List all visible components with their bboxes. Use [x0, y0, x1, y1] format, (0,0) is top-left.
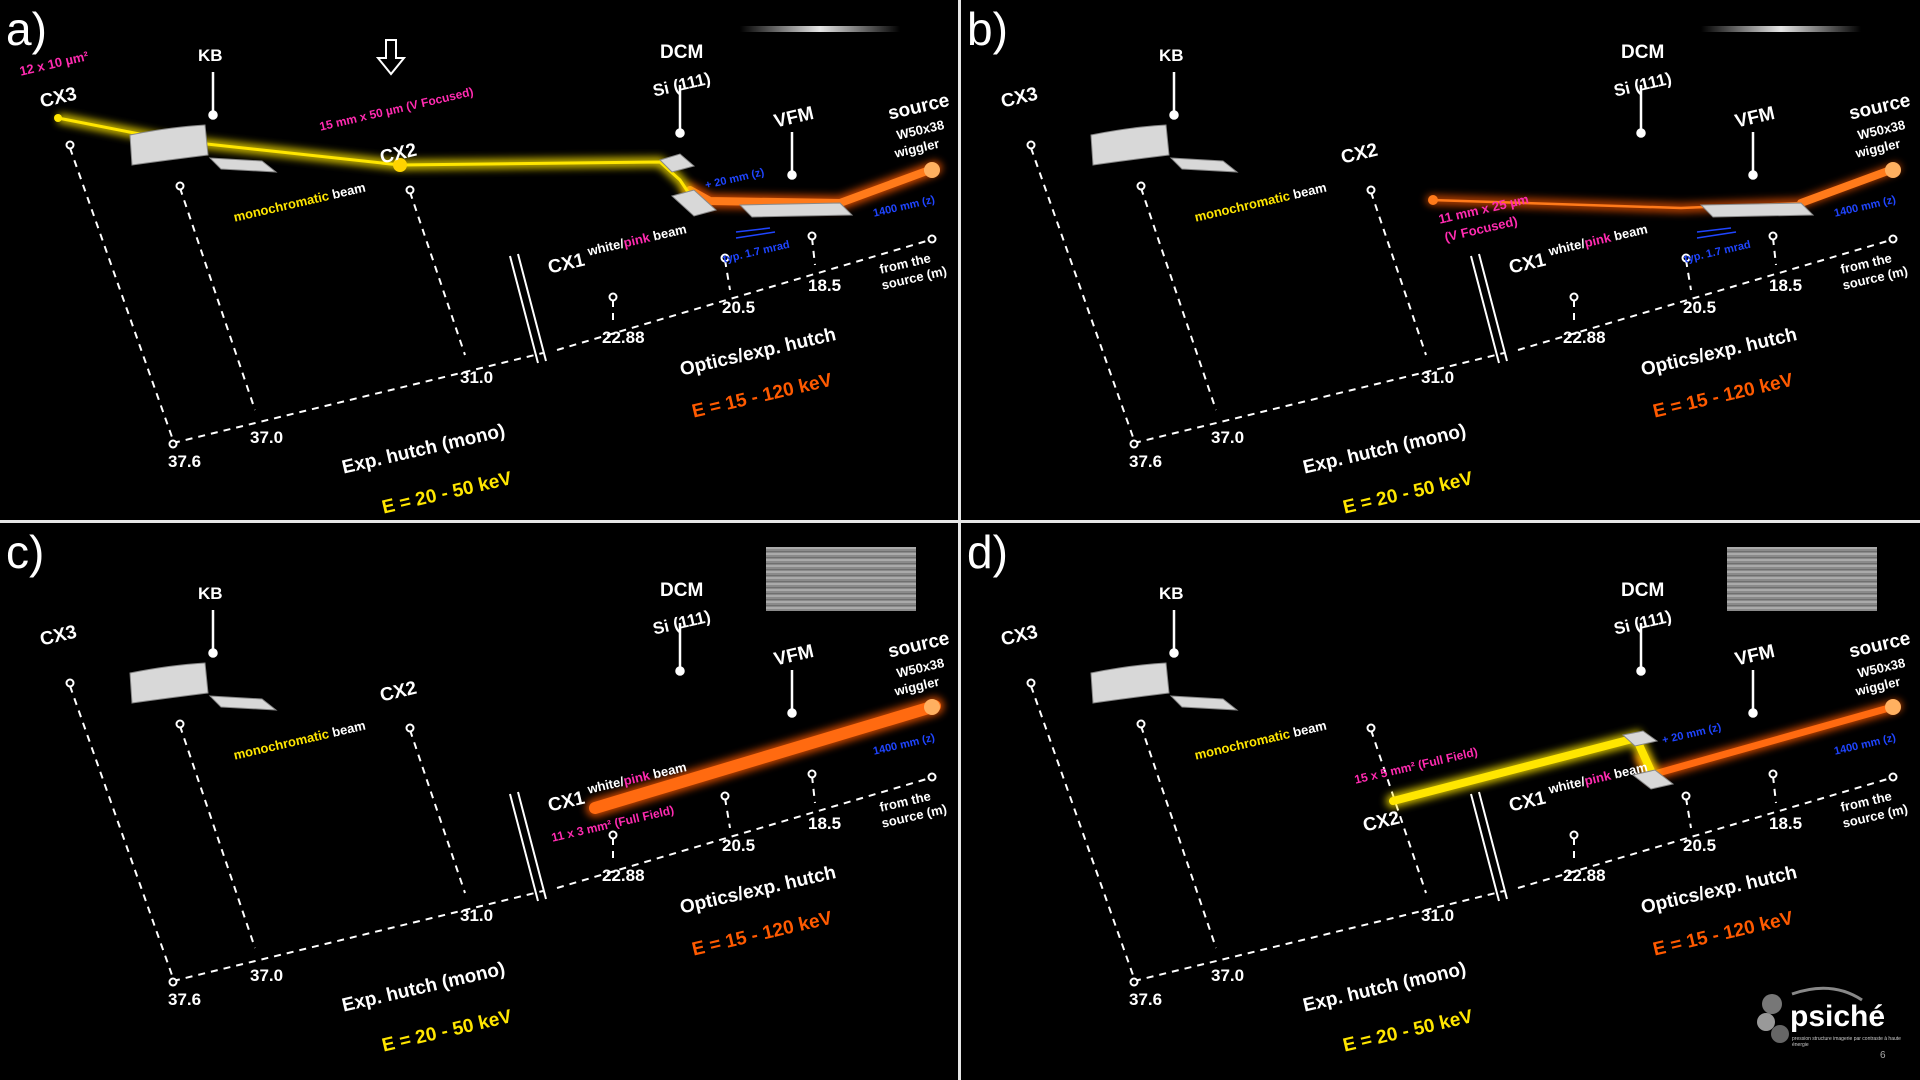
- dist-22-88: 22.88: [602, 866, 645, 885]
- dist-31-0: 31.0: [460, 906, 494, 925]
- kb-mirrors: [129, 662, 278, 711]
- component-pointers: [1169, 72, 1758, 180]
- panel-b: b) CX3 KB CX2 DCM Si (111) VFM source W5…: [961, 0, 1919, 520]
- dist-22-88: 22.88: [1563, 328, 1606, 347]
- distance-axis: [69, 147, 931, 444]
- dist-31-0: 31.0: [460, 368, 494, 387]
- dist-37-6: 37.6: [168, 990, 202, 1009]
- dist-20-5: 20.5: [1683, 298, 1717, 317]
- kb-mirrors: [129, 124, 278, 173]
- label-kb: KB: [198, 584, 223, 603]
- dist-20-5: 20.5: [722, 298, 756, 317]
- vertical-separator: [958, 0, 961, 1080]
- distance-markers: [65, 678, 937, 987]
- dist-31-0: 31.0: [1421, 906, 1455, 925]
- label-kb: KB: [1159, 46, 1184, 65]
- label-kb: KB: [1159, 584, 1184, 603]
- distance-axis: [1030, 685, 1892, 982]
- focus-arrow-icon: [375, 39, 407, 76]
- dist-31-0: 31.0: [1421, 368, 1455, 387]
- beamline-diagram-a: [54, 26, 942, 449]
- kb-mirrors: [1090, 662, 1239, 711]
- label-dcm: DCM: [660, 580, 704, 601]
- horizontal-separator: [0, 520, 1920, 523]
- dcm-crystals: [659, 153, 718, 217]
- page-number: 6: [1880, 1050, 1886, 1061]
- beam-profile-strip: [740, 26, 900, 32]
- label-dcm: DCM: [660, 42, 704, 63]
- dist-22-88: 22.88: [1563, 866, 1606, 885]
- component-pointers: [1169, 610, 1758, 718]
- dist-37-6: 37.6: [1129, 452, 1163, 471]
- distance-markers: [65, 140, 937, 449]
- dist-18-5: 18.5: [1769, 276, 1803, 295]
- panel-label: d): [967, 526, 1008, 578]
- psiche-logo: psiché pression structure imagerie par c…: [1752, 982, 1902, 1052]
- vfm-mirror: [1699, 202, 1815, 218]
- dist-20-5: 20.5: [722, 836, 756, 855]
- radiograph-thumbnail: [1727, 547, 1877, 611]
- vfm-mirror: [738, 202, 854, 218]
- kb-mirrors: [1090, 124, 1239, 173]
- vfm-angle-lines: [735, 227, 776, 239]
- dist-37-0: 37.0: [250, 966, 284, 985]
- radiograph-thumbnail: [766, 547, 916, 611]
- label-kb: KB: [198, 46, 223, 65]
- white-beam: [586, 697, 944, 817]
- hutch-wall: [509, 253, 547, 364]
- label-dcm: DCM: [1621, 580, 1665, 601]
- component-pointers: [208, 610, 797, 718]
- dist-20-5: 20.5: [1683, 836, 1717, 855]
- logo-graphic: [1757, 986, 1863, 1043]
- hutch-wall: [509, 791, 547, 902]
- logo-name: psiché: [1790, 1000, 1886, 1033]
- panel-d: d) CX3 KB CX2 DCM Si (111) VFM source W5…: [961, 523, 1919, 1080]
- dist-22-88: 22.88: [602, 328, 645, 347]
- panel-a: a) CX3 KB CX2 DCM Si (111) VFM source W5…: [0, 0, 958, 520]
- dist-37-0: 37.0: [1211, 428, 1245, 447]
- logo-tagline: pression structure imagerie par contrast…: [1792, 1036, 1901, 1048]
- panel-label: a): [6, 3, 47, 55]
- panel-c: c) CX3 KB CX2 DCM Si (111) VFM source W5…: [0, 523, 958, 1080]
- dist-37-0: 37.0: [250, 428, 284, 447]
- hutch-wall: [1470, 253, 1508, 364]
- beam-profile-strip: [1701, 26, 1861, 32]
- distance-axis: [69, 685, 931, 982]
- distance-axis: [1030, 147, 1892, 444]
- beamline-diagram-d: [1026, 547, 1902, 987]
- dist-18-5: 18.5: [808, 276, 842, 295]
- panel-label: b): [967, 3, 1008, 55]
- vfm-angle-lines: [1696, 227, 1737, 239]
- hutch-wall: [1470, 791, 1508, 902]
- distance-markers: [1026, 678, 1898, 987]
- label-dcm: DCM: [1621, 42, 1665, 63]
- dist-18-5: 18.5: [1769, 814, 1803, 833]
- distance-markers: [1026, 140, 1898, 449]
- beamline-diagram-c: [65, 547, 944, 987]
- dist-37-6: 37.6: [1129, 990, 1163, 1009]
- beamline-diagram-b: [1026, 26, 1901, 449]
- component-pointers: [208, 72, 797, 180]
- panel-label: c): [6, 526, 45, 578]
- dist-37-6: 37.6: [168, 452, 202, 471]
- dist-18-5: 18.5: [808, 814, 842, 833]
- dcm-crystals: [1621, 730, 1675, 790]
- dist-37-0: 37.0: [1211, 966, 1245, 985]
